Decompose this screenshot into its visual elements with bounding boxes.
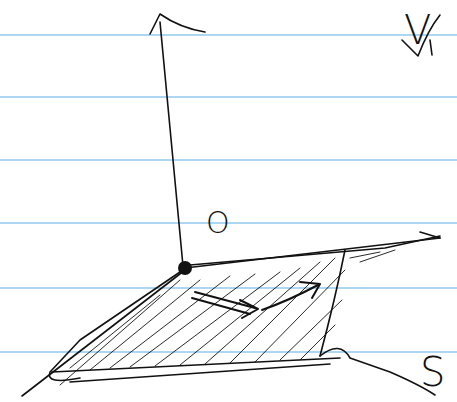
surface-outline xyxy=(22,232,440,396)
arrow-head xyxy=(150,14,205,34)
vector-label: V xyxy=(404,10,431,50)
normal-vector xyxy=(160,22,183,266)
surface-label: S xyxy=(420,352,445,392)
ruled-lines xyxy=(0,35,457,352)
surface-arrows xyxy=(192,282,320,318)
point-label: O xyxy=(206,208,230,238)
surface-hatching xyxy=(60,250,395,385)
origin-point xyxy=(178,261,192,275)
